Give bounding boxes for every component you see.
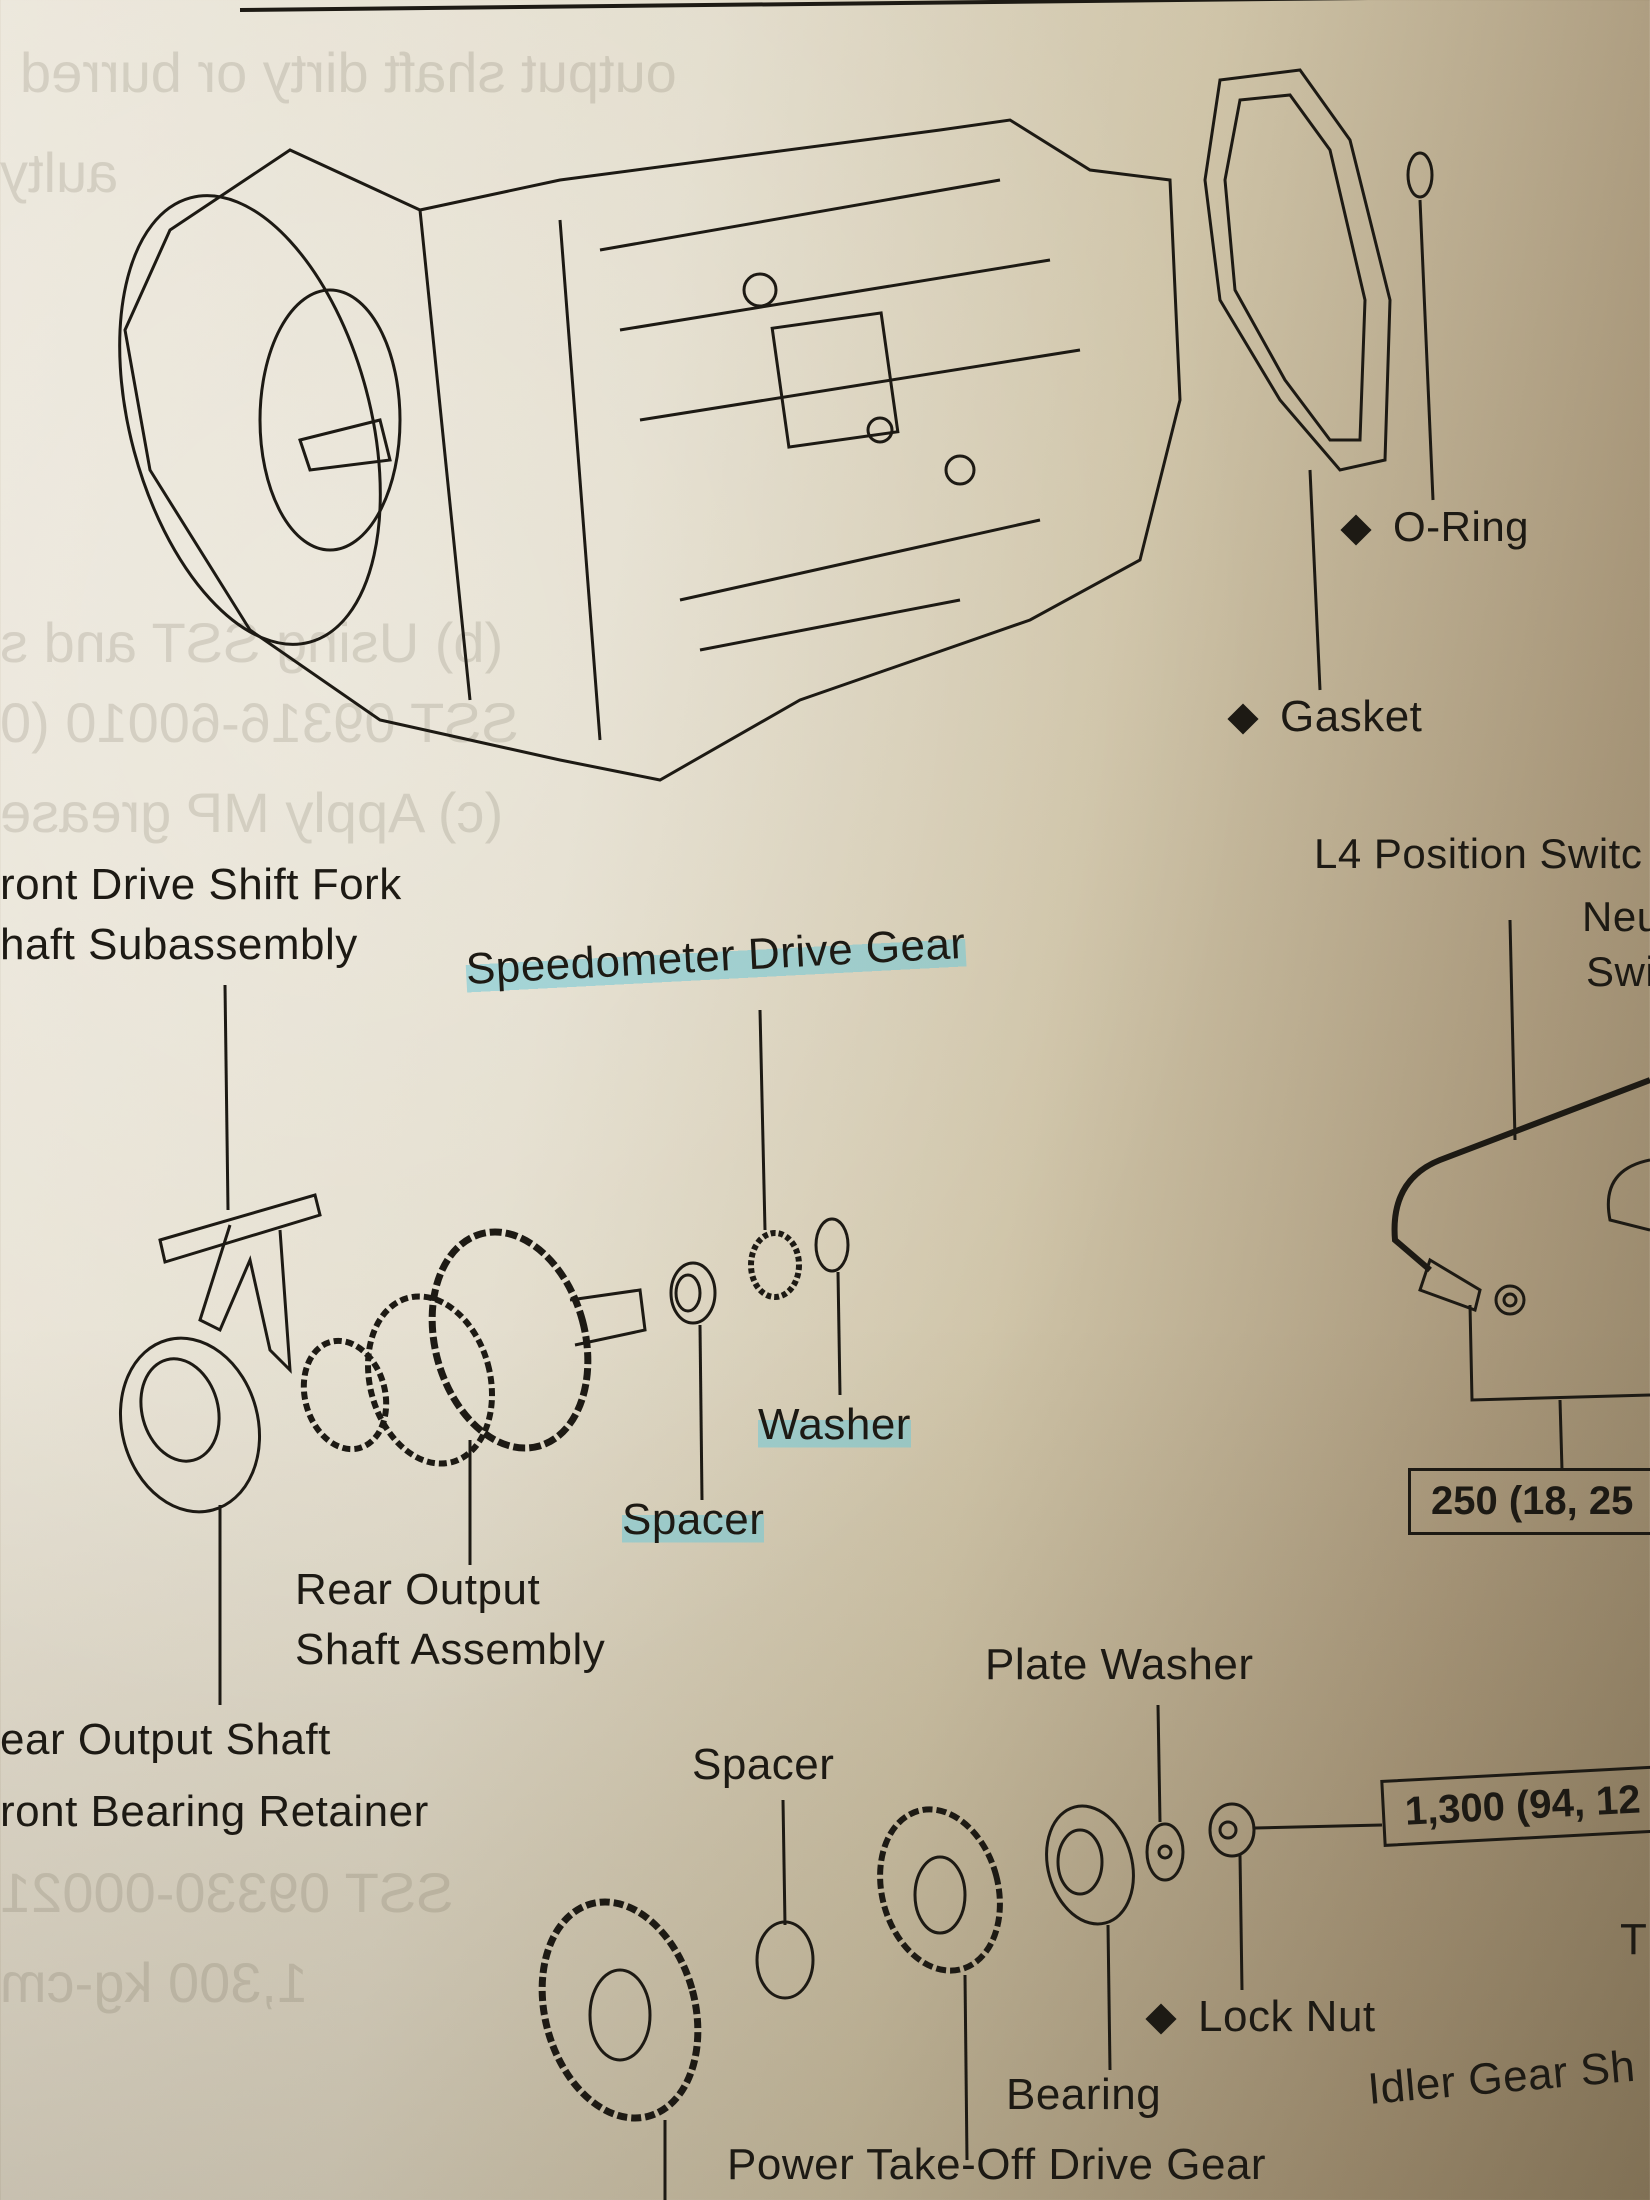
- plate-washer-drawing: [1145, 1704, 1185, 1882]
- label-rear-output-shaft-line1: Rear Output: [295, 1565, 541, 1614]
- retainer-drawing: [118, 1336, 262, 1705]
- shift-fork-drawing: [158, 984, 322, 1374]
- label-washer: Washer: [758, 1400, 911, 1450]
- gasket-drawing: [1203, 68, 1392, 691]
- washer-drawing: [814, 1217, 850, 1396]
- diamond-icon: [1340, 514, 1372, 546]
- page-edge: [239, 0, 1369, 12]
- bearing-drawing: [1045, 1804, 1135, 2071]
- label-neutral-switch-line1: Neut: [1582, 893, 1650, 940]
- label-rear-output-shaft-line2: Shaft Assembly: [295, 1625, 606, 1674]
- torque-spec-switch: 250 (18, 25: [1408, 1468, 1650, 1535]
- label-bearing: Bearing: [1006, 2070, 1162, 2119]
- label-spacer-2: Spacer: [692, 1740, 835, 1789]
- label-power-take-off-drive-gear: Power Take-Off Drive Gear: [727, 2140, 1267, 2189]
- speedometer-gear-drawing: [748, 1009, 802, 1300]
- o-ring-drawing: [1406, 151, 1435, 501]
- label-lock-nut: Lock Nut: [1145, 1992, 1376, 2042]
- label-plate-washer: Plate Washer: [985, 1640, 1254, 1689]
- label-text: Lock Nut: [1198, 1992, 1376, 2041]
- label-gasket: Gasket: [1227, 692, 1423, 742]
- label-bearing-retainer-line2: ront Bearing Retainer: [0, 1787, 429, 1836]
- label-bearing-retainer-line1: ear Output Shaft: [0, 1715, 331, 1764]
- label-o-ring: O-Ring: [1340, 503, 1530, 551]
- diamond-icon: [1227, 703, 1259, 735]
- label-edge-fragment: T: [1620, 1915, 1648, 1964]
- diamond-icon: [1145, 2003, 1177, 2035]
- label-front-drive-shift-fork-line2: haft Subassembly: [0, 920, 358, 969]
- label-front-drive-shift-fork-line1: ront Drive Shift Fork: [0, 860, 402, 909]
- transmission-case: [118, 118, 1182, 782]
- label-neutral-switch-line2: Swi: [1586, 948, 1650, 995]
- spacer-2-drawing: [755, 1799, 815, 2000]
- label-text: O-Ring: [1393, 503, 1530, 550]
- l4-switch-drawing: [1391, 919, 1650, 1471]
- spacer-drawing: [669, 1261, 717, 1501]
- label-spacer: Spacer: [622, 1495, 765, 1545]
- rear-output-shaft-drawing: [300, 1228, 647, 1565]
- label-l4-position-switch: L4 Position Switc: [1314, 830, 1643, 877]
- label-text: Gasket: [1280, 692, 1423, 741]
- pto-gear-drawing: [538, 1806, 1003, 2200]
- lock-nut-drawing: [1208, 1802, 1383, 1991]
